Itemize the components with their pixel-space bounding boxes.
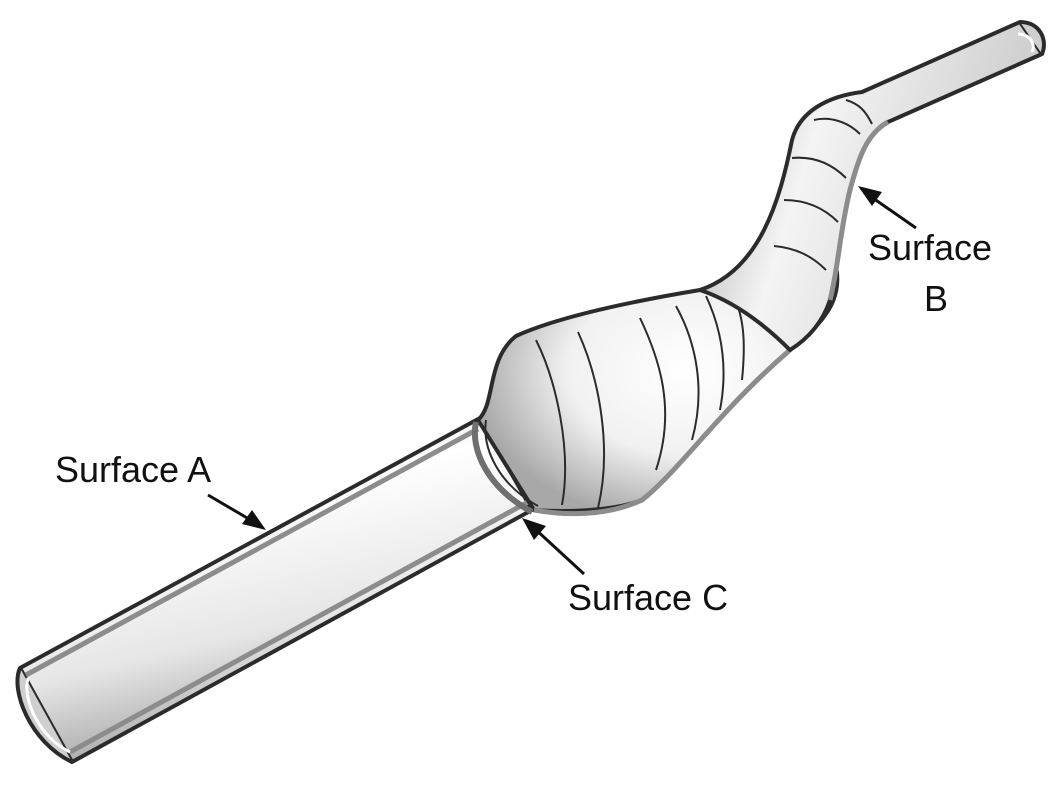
arrow-surface-a [207, 493, 266, 530]
lower-tube [15, 416, 534, 764]
arrow-surface-c [522, 518, 586, 576]
converter-section [471, 252, 840, 517]
upper-tube [698, 20, 1046, 352]
surface-c-label: Surface C [568, 577, 729, 618]
surface-b-label-line1: Surface [868, 227, 993, 268]
surface-b-label-line2: B [924, 278, 949, 319]
arrow-surface-b [858, 186, 917, 230]
surface-a-label: Surface A [55, 449, 212, 490]
